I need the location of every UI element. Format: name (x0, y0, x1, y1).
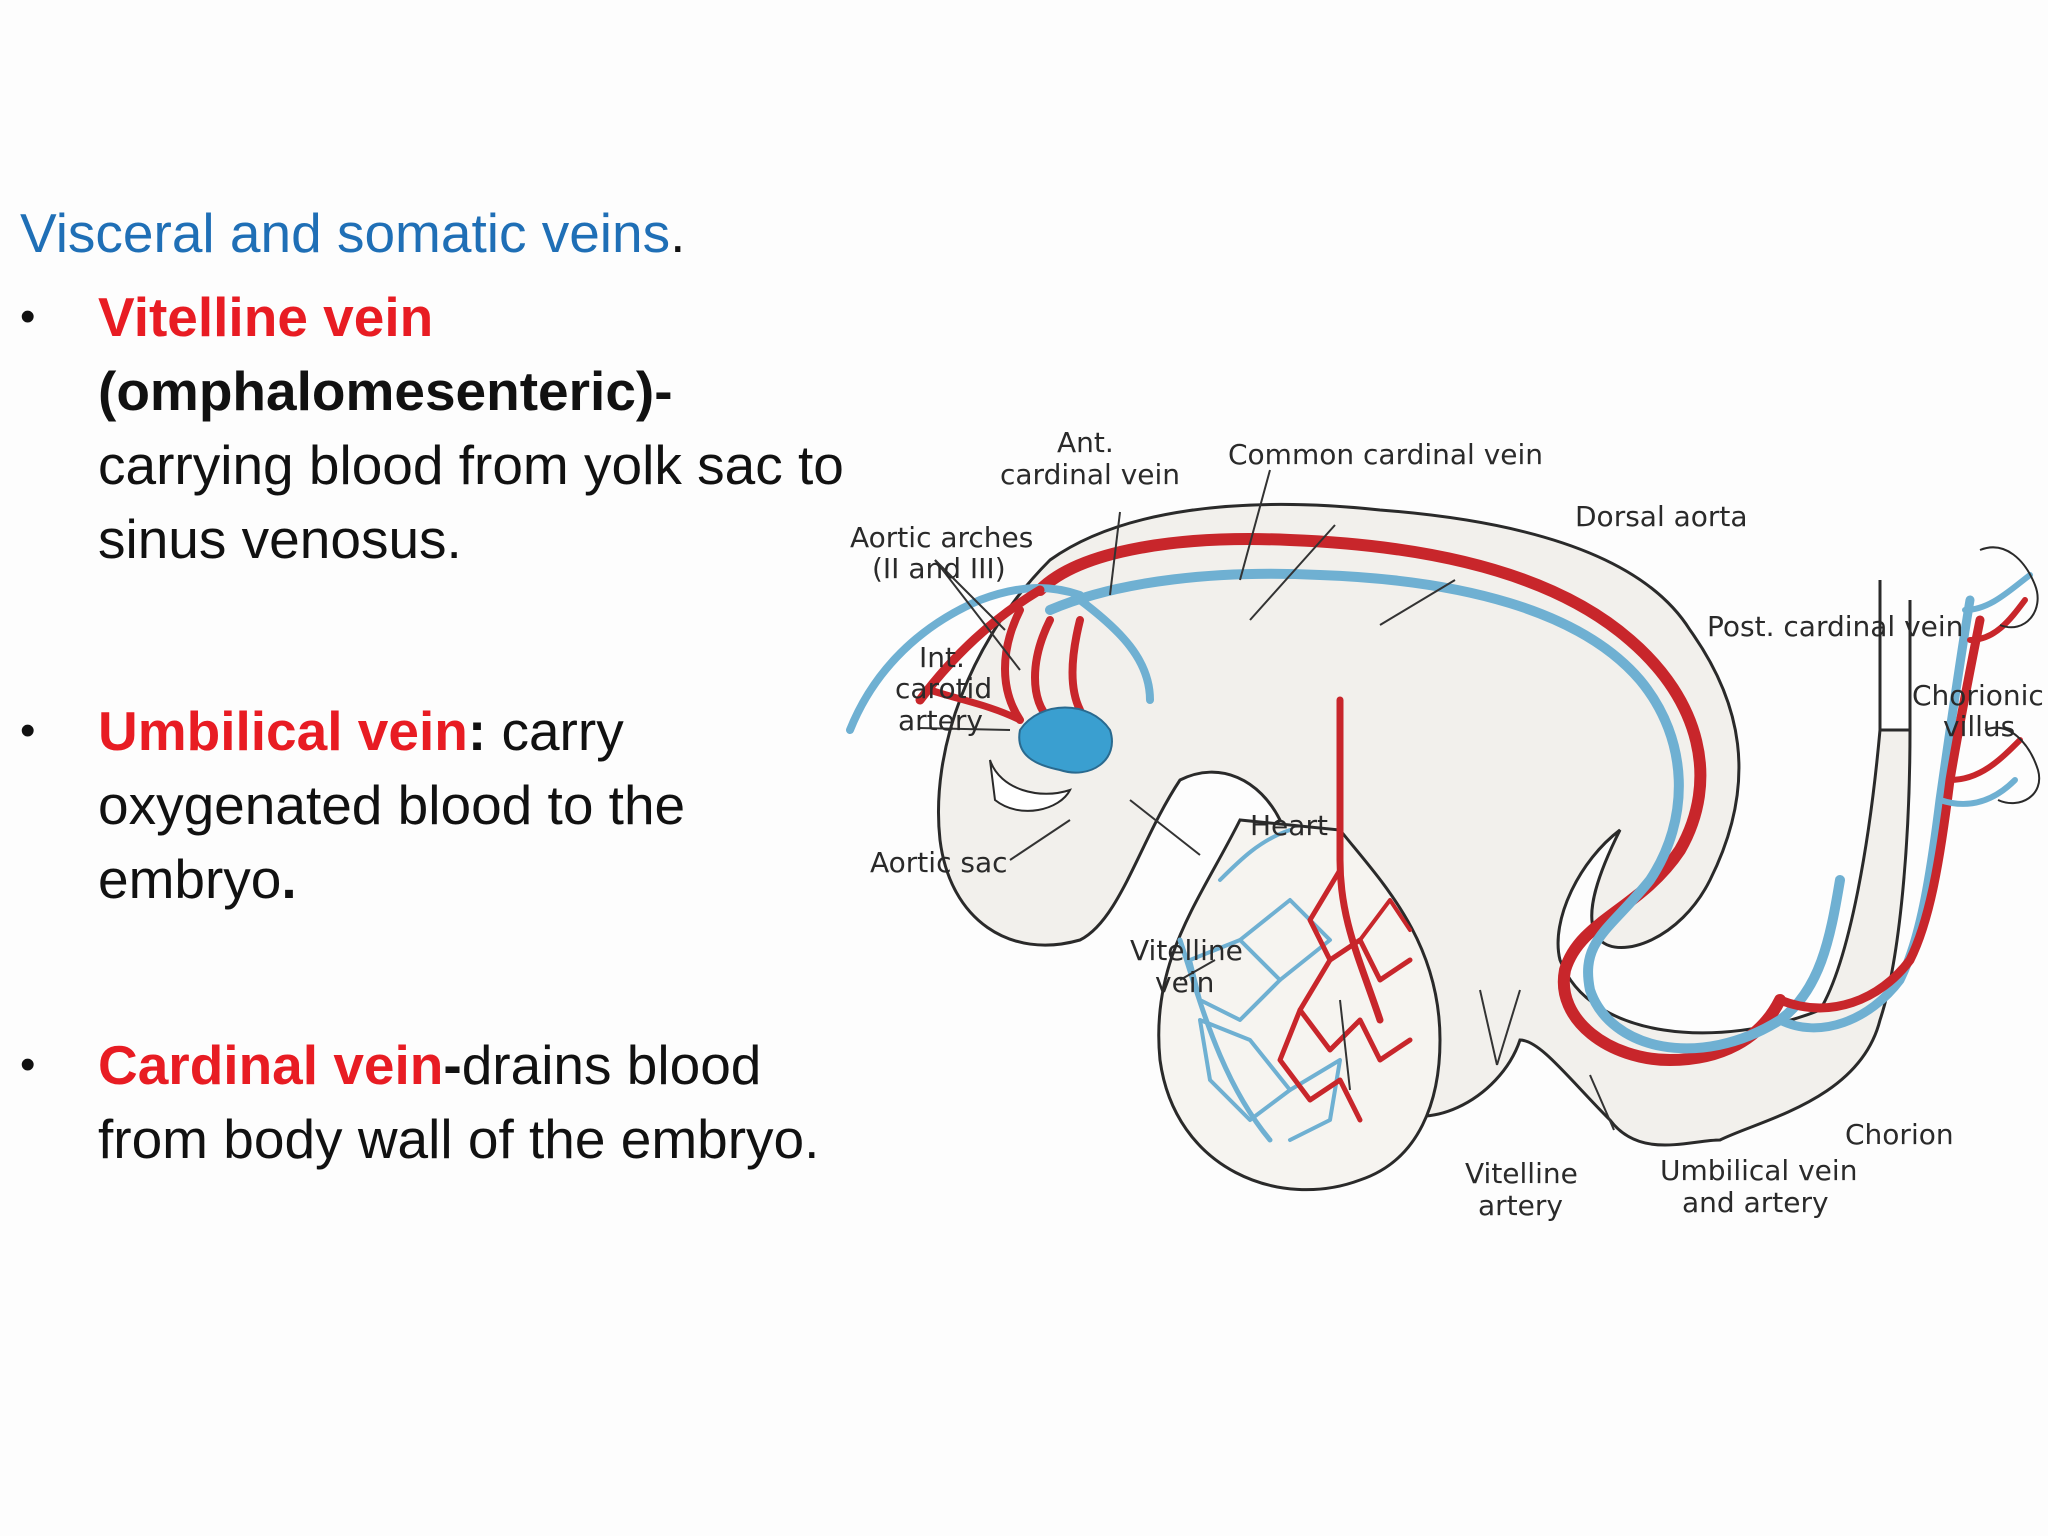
bullet-icon: • (20, 706, 36, 755)
vitelline-artery-network (1277, 696, 1413, 1123)
slide-heading: Visceral and somatic veins. (20, 202, 686, 264)
label-heart: Heart (1250, 809, 1328, 842)
term-vitelline-vein: Vitelline vein (98, 286, 434, 348)
label-chorionic-2: villus (1943, 710, 2015, 743)
label-ant-cardinal-2: cardinal vein (1000, 458, 1180, 491)
posterior-cardinal-vein (1045, 568, 1845, 1054)
label-umbilical-1: Umbilical vein (1660, 1154, 1857, 1187)
label-aortic-sac: Aortic sac (870, 846, 1008, 879)
diagram-labels: Ant. cardinal vein Common cardinal vein … (850, 426, 2044, 1222)
label-chorion: Chorion (1845, 1118, 1954, 1151)
bullet-list: • Vitelline vein (omphalomesenteric)- ca… (20, 280, 844, 1176)
leader-lines (918, 469, 1615, 1131)
desc-umbilical-vein: carry oxygenated blood to the embryo (98, 700, 686, 910)
label-vitelline-artery-2: artery (1478, 1189, 1563, 1222)
chorion (1878, 580, 1912, 730)
label-umbilical-2: and artery (1682, 1186, 1829, 1219)
label-ant-cardinal-1: Ant. (1057, 426, 1114, 459)
heart-outflow (989, 759, 1072, 812)
bullet-icon: • (20, 292, 36, 341)
label-chorionic-1: Chorionic (1912, 679, 2044, 712)
chorionic-villi (1979, 546, 2041, 805)
label-vitelline-vein-2: vein (1155, 966, 1214, 999)
bullet-vitelline-vein: • Vitelline vein (omphalomesenteric)- ca… (20, 280, 844, 576)
heart (1018, 706, 1113, 774)
term-omphalomesenteric: (omphalomesenteric)- (98, 360, 673, 422)
label-int-carotid-3: artery (898, 704, 983, 737)
desc-cardinal-vein: drains blood from body wall of the embry… (98, 1034, 820, 1170)
anterior-cardinal-vein (846, 584, 1084, 734)
label-common-cardinal: Common cardinal vein (1228, 438, 1543, 471)
label-vitelline-vein-1: Vitelline (1130, 934, 1243, 967)
embryo-circulation-diagram: Ant. cardinal vein Common cardinal vein … (846, 426, 2044, 1222)
umbilical-vessels (1775, 572, 2033, 1033)
label-vitelline-artery-1: Vitelline (1465, 1157, 1578, 1190)
bullet-cardinal-vein: • Cardinal vein-drains blood from body w… (20, 1028, 840, 1176)
dorsal-aorta (1034, 533, 1786, 1066)
label-aortic-arches-2: (II and III) (872, 552, 1006, 585)
term-umbilical-vein: Umbilical vein (98, 700, 468, 762)
label-int-carotid-2: carotid (895, 672, 992, 705)
common-cardinal-vein (1076, 596, 1154, 704)
term-cardinal-vein: Cardinal vein (98, 1034, 444, 1096)
bullet-umbilical-vein: • Umbilical vein: carry oxygenated blood… (20, 694, 840, 916)
desc-vitelline-vein: carrying blood from yolk sac to sinus ve… (98, 434, 844, 570)
label-aortic-arches-1: Aortic arches (850, 521, 1033, 554)
label-dorsal-aorta: Dorsal aorta (1575, 500, 1748, 533)
bullet-icon: • (20, 1040, 36, 1089)
label-post-cardinal: Post. cardinal vein (1707, 610, 1963, 643)
text-panel: Visceral and somatic veins. • Vitelline … (20, 200, 844, 1176)
label-int-carotid-1: Int. (919, 641, 965, 674)
